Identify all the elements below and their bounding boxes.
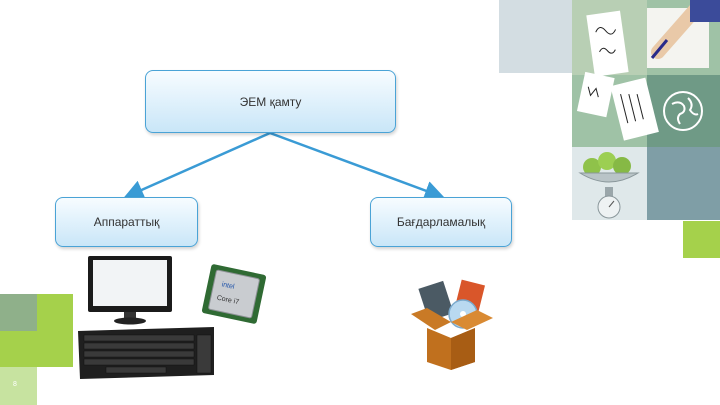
arrow-to-software xyxy=(269,131,445,201)
fruit-scale-photo xyxy=(572,147,647,220)
deco-square-slate xyxy=(499,0,572,73)
globe-icon xyxy=(660,88,706,134)
hand-writing-notes-photo xyxy=(572,0,720,147)
arrow-to-hardware xyxy=(123,131,271,200)
keyboard-image xyxy=(76,325,216,381)
svg-text:Core i7: Core i7 xyxy=(216,295,240,307)
cpu-chip-image: intel Core i7 xyxy=(198,263,270,325)
software-box-image xyxy=(405,278,497,372)
deco-square-sage-overlay xyxy=(0,294,37,331)
hardware-node-label: Аппараттық xyxy=(93,215,160,229)
root-node-label: ЭЕМ қамту xyxy=(239,94,302,109)
svg-text:intel: intel xyxy=(221,281,235,291)
deco-square-light-green xyxy=(0,367,37,405)
hardware-node: Аппараттық xyxy=(55,197,198,247)
software-node: Бағдарламалық xyxy=(370,197,512,247)
deco-square-green xyxy=(683,221,720,258)
software-node-label: Бағдарламалық xyxy=(396,215,486,229)
monitor-image xyxy=(86,256,174,326)
root-node: ЭЕМ қамту xyxy=(145,70,396,133)
deco-square-teal xyxy=(647,147,720,220)
slide-number: 8 xyxy=(13,381,17,388)
